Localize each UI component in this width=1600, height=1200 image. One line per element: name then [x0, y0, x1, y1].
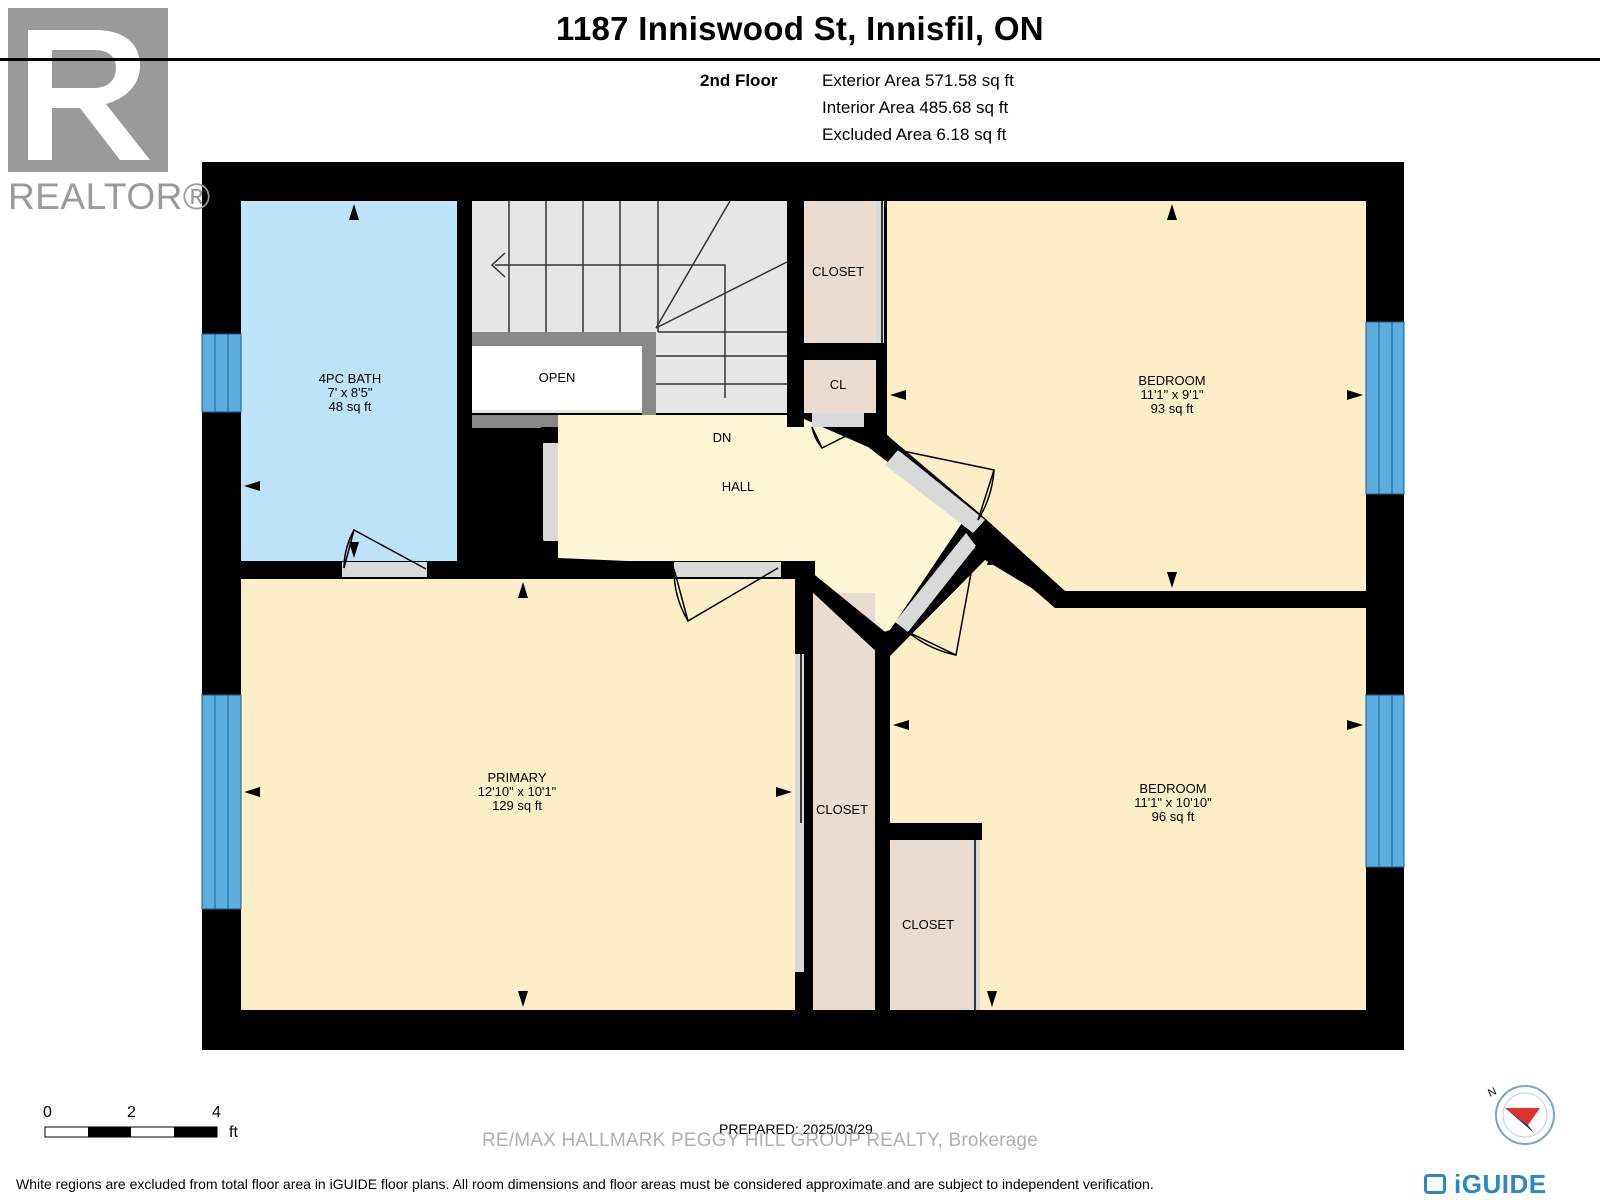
label-4pc-bath: 4PC BATH 7' x 8'5" 48 sq ft — [319, 372, 382, 414]
compass-icon: N — [1486, 1085, 1555, 1145]
label-bedroom-2: BEDROOM 11'1" x 10'10" 96 sq ft — [1134, 782, 1212, 824]
room-name: 4PC BATH — [318, 371, 382, 386]
open-area-frame-side — [642, 332, 656, 428]
room-dims: 12'10" x 10'1" — [477, 784, 557, 799]
page-title: 1187 Inniswood St, Innisfil, ON — [556, 10, 1044, 47]
door-swings — [343, 201, 995, 1010]
svg-text:N: N — [1486, 1085, 1498, 1099]
room-name: PRIMARY — [487, 770, 547, 785]
iguide-brand: iGUIDE — [1454, 1169, 1547, 1199]
open-area-frame — [463, 332, 656, 346]
room-bedroom-1 — [887, 201, 1366, 591]
room-hall — [558, 415, 964, 640]
label-closet-top: CLOSET — [811, 264, 865, 279]
scale-tick-4: 4 — [212, 1104, 221, 1121]
brokerage-watermark: RE/MAX HALLMARK PEGGY HILL GROUP REALTY,… — [482, 1130, 1038, 1151]
room-dims: 7' x 8'5" — [327, 385, 373, 400]
dimension-arrows — [244, 204, 1363, 1007]
room-closet-small — [890, 840, 972, 1010]
prepared-date: PREPARED: 2025/03/29 — [719, 1121, 873, 1137]
floor-label: 2nd Floor — [700, 71, 778, 90]
label-closet-mid: CLOSET — [815, 802, 869, 817]
label-primary: PRIMARY 12'10" x 10'1" 129 sq ft — [478, 771, 557, 813]
realtor-logo — [8, 8, 168, 172]
stair-treads — [490, 200, 788, 398]
room-area: 48 sq ft — [328, 399, 372, 414]
room-area: 129 sq ft — [492, 798, 542, 813]
room-area: 93 sq ft — [1150, 401, 1194, 416]
scale-tick-0: 0 — [43, 1104, 52, 1121]
room-closet-top — [804, 201, 876, 343]
excluded-area: Excluded Area 6.18 sq ft — [822, 125, 1007, 144]
iguide-logo-icon — [1424, 1174, 1446, 1194]
room-cl — [804, 360, 876, 413]
room-dims: 11'1" x 9'1" — [1140, 387, 1204, 402]
room-closet-mid — [813, 593, 875, 1010]
title-rule — [0, 58, 1600, 61]
realtor-logo-text: REALTOR® — [8, 176, 211, 217]
exterior-area: Exterior Area 571.58 sq ft — [822, 71, 1014, 90]
room-primary — [241, 579, 795, 1010]
room-dims: 11'1" x 10'10" — [1134, 795, 1212, 810]
label-hall: HALL — [721, 479, 755, 494]
room-bedroom-2 — [890, 560, 1366, 1010]
label-closet-small: CLOSET — [901, 917, 955, 932]
scale-tick-2: 2 — [127, 1104, 136, 1121]
scale-bar — [44, 1126, 218, 1138]
door-openings — [342, 201, 985, 1010]
room-name: BEDROOM — [1139, 781, 1207, 796]
room-4pc-bath — [241, 201, 457, 561]
label-open: OPEN — [538, 370, 576, 385]
window-mullions — [214, 322, 1393, 909]
windows — [201, 321, 1405, 910]
room-name: BEDROOM — [1138, 373, 1206, 388]
scale-unit: ft — [229, 1124, 238, 1141]
label-bedroom-1: BEDROOM 11'1" x 9'1" 93 sq ft — [1138, 374, 1205, 416]
label-dn: DN — [712, 430, 732, 445]
interior-area: Interior Area 485.68 sq ft — [822, 98, 1009, 117]
room-area: 96 sq ft — [1151, 809, 1195, 824]
disclaimer-footer: White regions are excluded from total fl… — [16, 1176, 1154, 1192]
open-area-inner — [472, 346, 642, 410]
label-cl: CL — [829, 377, 847, 392]
